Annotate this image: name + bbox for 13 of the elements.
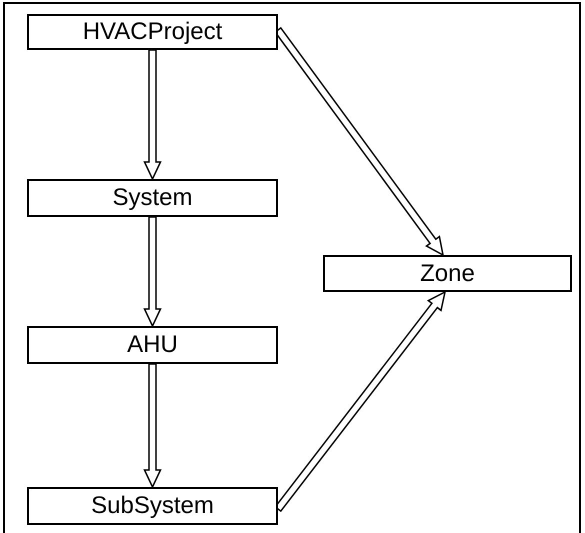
hollow-arrow (143, 216, 162, 328)
class-name: System (112, 184, 192, 212)
class-name: AHU (127, 331, 178, 359)
hollow-arrow (143, 363, 162, 489)
class-name: Zone (420, 260, 475, 288)
class-box (27, 14, 278, 50)
class-box (27, 179, 278, 217)
class-box (323, 255, 572, 292)
hollow-arrow (143, 49, 162, 181)
class-name: HVACProject (82, 18, 222, 46)
class-name: SubSystem (91, 492, 214, 520)
class-box (27, 487, 278, 525)
class-box (27, 326, 278, 364)
